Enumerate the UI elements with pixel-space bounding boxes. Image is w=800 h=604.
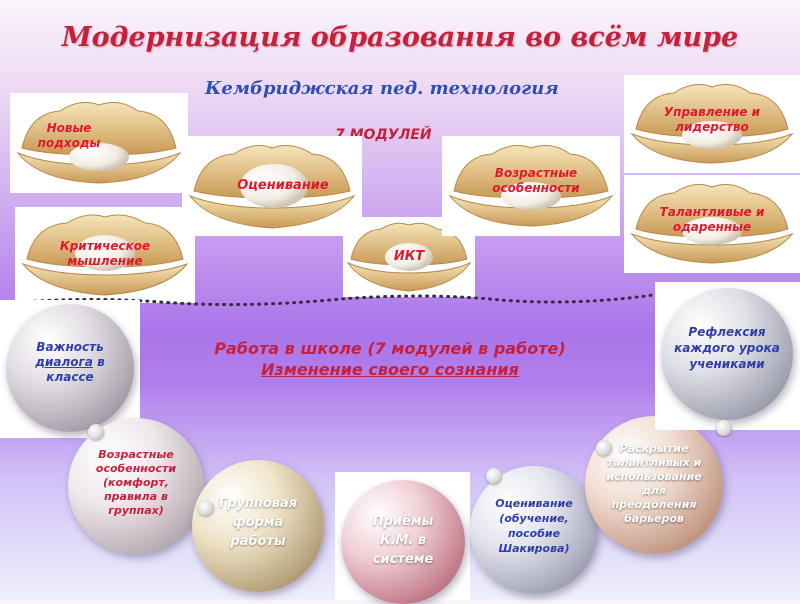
pearl-label: Важность диалога в классе [35,340,105,384]
connector-bead [198,500,214,516]
pearl-talent: Раскрытие талантливых и использование дл… [585,416,723,554]
shell-assessment: Оценивание [182,136,362,236]
work-line-1: Работа в школе (7 модулей в работе) [214,339,566,358]
pearl-label: Приёмы К.М. в системе [372,514,434,567]
connector-bead [88,424,104,440]
shell-age-features: Возрастные особенности [442,136,620,236]
shell-icon [630,184,794,264]
work-line-2: Изменение своего сознания [261,360,519,379]
shell-label: Талантливые и одаренные [659,205,765,234]
shell-label: ИКТ [393,249,425,264]
dialog-link[interactable]: диалога [35,355,93,369]
connector-bead [596,440,612,456]
pearl-label: Раскрытие талантливых и использование дл… [606,442,702,525]
pearl-assessment: Оценивание (обучение, пособие Шакирова) [470,466,598,594]
shell-management: Управление и лидерство [624,75,800,173]
pearl-group-work: Групповая форма работы [192,460,324,592]
pearl-label: Рефлексия каждого урока учениками [674,325,780,371]
connector-bead [486,468,502,484]
shell-label: Управление и лидерство [663,105,761,134]
shell-icon [448,145,614,227]
shell-label: Оценивание [237,178,329,193]
shell-icon [346,222,472,292]
school-work-text: Работа в школе (7 модулей в работе) Изме… [180,338,600,380]
pearl-dialog: Важность диалога в классе [6,304,134,432]
shell-talented: Талантливые и одаренные [624,175,800,273]
pearl-reflection: Рефлексия каждого урока учениками [661,288,793,420]
shell-new-approaches: Новые подходы [10,93,188,193]
connector-bead [716,420,732,436]
shell-icon [188,145,356,229]
shell-icon [630,84,794,164]
shell-label: Возрастные особенности [492,166,580,195]
shell-icon [21,214,189,296]
slide-title: Модернизация образования во всём мире [61,22,739,53]
pearl-label: Групповая форма работы [218,496,298,549]
pearl-label: Оценивание (обучение, пособие Шакирова) [495,497,573,555]
slide-subtitle: Кембриджская пед. технология [205,78,559,99]
pearl-reflection-box: Рефлексия каждого урока учениками [655,282,800,430]
shell-label: Новые подходы [37,121,101,150]
shell-ict: ИКТ [343,217,475,297]
shell-label: Критическое мышление [59,239,151,268]
pearl-km: Приёмы К.М. в системе [341,480,465,604]
pearl-age-features: Возрастные особенности (комфорт, правила… [68,418,204,554]
shell-critical-thinking: Критическое мышление [15,207,195,303]
pearl-dialog-box: Важность диалога в классе [0,300,140,438]
shell-icon [16,102,182,184]
pearl-km-box: Приёмы К.М. в системе [335,472,470,604]
pearl-label: Возрастные особенности (комфорт, правила… [95,448,177,517]
